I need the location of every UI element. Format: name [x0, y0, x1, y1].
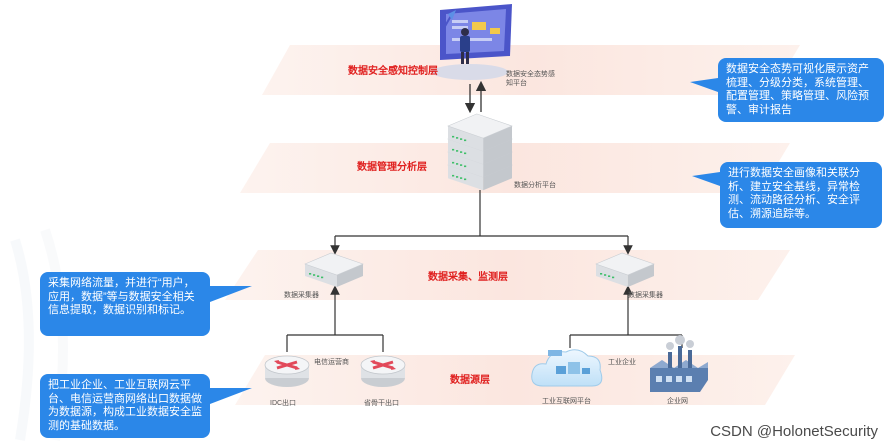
analysis-server-stack: [447, 113, 513, 191]
bottom-left-callout-tail: [210, 388, 252, 404]
right-collector-server: [595, 252, 655, 287]
top-right-callout: 数据安全态势可视化展示资产梳理、分级分类，系统管理、配置管理、策略管理、风险预警…: [718, 58, 884, 122]
backbone-exit-label: 省骨干出口: [364, 400, 399, 407]
idc-router-icon: [264, 355, 310, 387]
bottom-left-callout: 把工业企业、工业互联网云平台、电信运营商网络出口数据做为数据源，构成工业数据安全…: [40, 374, 210, 438]
csdn-watermark: CSDN @HolonetSecurity: [710, 423, 878, 440]
management-layer-title: 数据管理分析层: [357, 162, 427, 173]
idc-exit-label: IDC出口: [270, 400, 297, 407]
perception-layer-band: [262, 45, 800, 95]
left-collector-server: [304, 252, 364, 287]
management-layer-band: [240, 143, 790, 193]
perception-platform-icon: [432, 4, 512, 80]
mid-left-callout-tail: [210, 286, 252, 302]
source-layer-title: 数据源层: [450, 375, 490, 386]
factory-icon: [650, 335, 708, 392]
left-collector-label: 数据采集器: [284, 292, 319, 299]
perception-layer-title: 数据安全感知控制层: [348, 66, 438, 77]
mid-right-callout: 进行数据安全画像和关联分析、建立安全基线，异常检测、流动路径分析、安全评估、溯源…: [720, 162, 882, 228]
management-to-collection-connectors: [330, 190, 633, 255]
industrial-platform-label: 工业互联网平台: [542, 398, 591, 405]
backbone-router-icon: [360, 355, 406, 387]
mid-right-callout-tail: [692, 172, 720, 186]
telecom-label: 电信运营商: [314, 359, 349, 366]
top-right-callout-tail: [690, 78, 718, 92]
mid-left-callout: 采集网络流量，并进行“用户，应用，数据”等与数据安全相关信息提取，数据识别和标记…: [40, 272, 210, 336]
industrial-cloud-icon: [531, 349, 603, 387]
perception-platform-label: 数据安全态势感知平台: [506, 71, 555, 87]
right-collector-label: 数据采集器: [628, 292, 663, 299]
industry-enterprise-label: 工业企业: [608, 359, 636, 366]
collection-layer-title: 数据采集、监测层: [428, 272, 508, 283]
analysis-platform-label: 数据分析平台: [514, 182, 556, 189]
enterprise-network-label: 企业网: [667, 398, 688, 405]
